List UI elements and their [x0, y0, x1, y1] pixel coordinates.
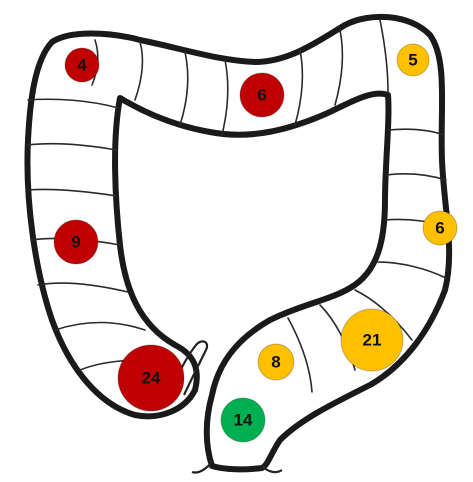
marker-14-label: 14: [234, 411, 253, 430]
marker-21-label: 21: [363, 331, 382, 350]
marker-6a: 6: [240, 73, 284, 117]
marker-21: 21: [341, 309, 403, 371]
marker-6b: 6: [423, 211, 457, 245]
marker-6a-label: 6: [257, 86, 266, 105]
marker-8-label: 8: [271, 353, 280, 372]
marker-9-label: 9: [71, 233, 80, 252]
marker-5: 5: [397, 44, 429, 76]
marker-24: 24: [118, 345, 184, 411]
marker-24-label: 24: [142, 369, 161, 388]
marker-4-label: 4: [77, 56, 87, 75]
marker-4: 4: [65, 48, 99, 82]
marker-8: 8: [258, 344, 294, 380]
marker-6b-label: 6: [435, 219, 444, 238]
marker-14: 14: [221, 398, 265, 442]
marker-5-label: 5: [408, 51, 417, 70]
marker-9: 9: [54, 220, 98, 264]
